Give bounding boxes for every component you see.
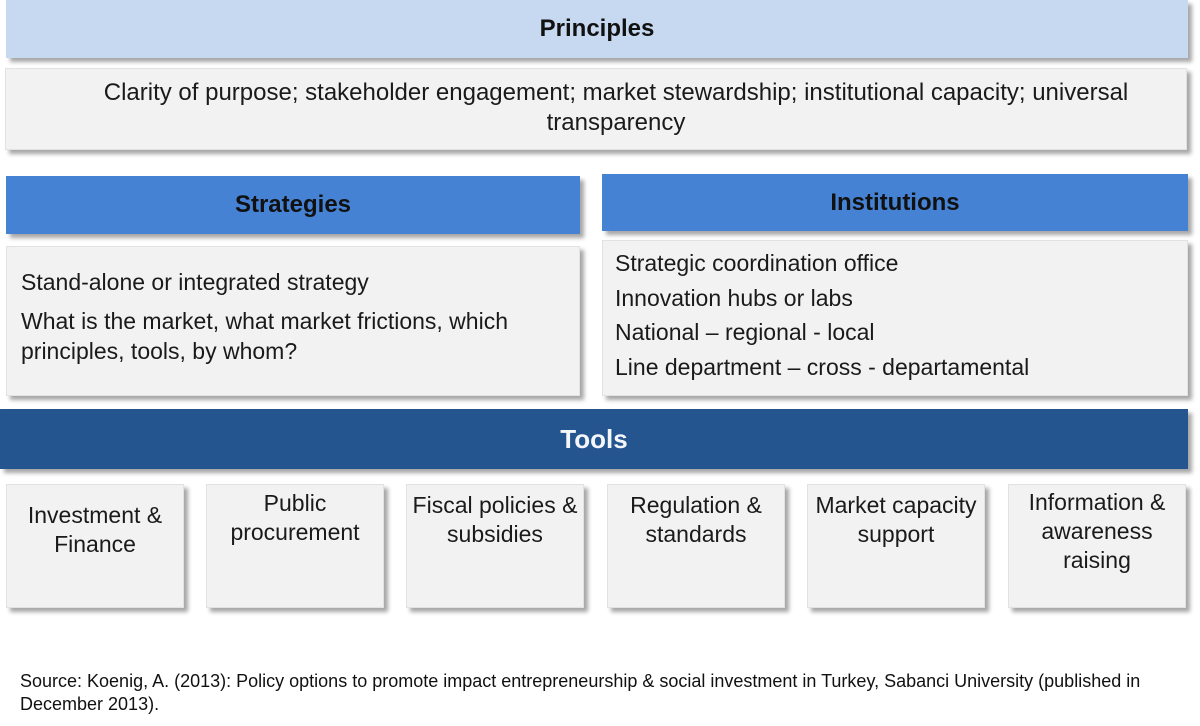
institutions-title: Institutions (830, 188, 960, 216)
tool-fiscal-policies: Fiscal policies & subsidies (406, 484, 584, 608)
tools-header: Tools (0, 409, 1188, 469)
institutions-item: National – regional - local (615, 319, 875, 345)
source-caption: Source: Koenig, A. (2013): Policy option… (20, 671, 1141, 714)
tool-regulation-standards: Regulation & standards (607, 484, 785, 608)
institutions-item: Strategic coordination office (615, 250, 899, 276)
tools-title: Tools (560, 423, 628, 454)
strategies-item: Stand-alone or integrated strategy (21, 269, 369, 295)
tool-label: Information & awareness raising (1028, 489, 1166, 573)
tool-label: Public procurement (230, 490, 360, 545)
principles-title: Principles (539, 15, 655, 42)
tool-investment-finance: Investment & Finance (6, 484, 184, 608)
institutions-header: Institutions (602, 174, 1188, 231)
tool-information-awareness: Information & awareness raising (1008, 484, 1186, 608)
institutions-box: Strategic coordination office Innovation… (602, 240, 1188, 396)
tool-label: Market capacity support (815, 492, 977, 547)
tool-label: Investment & Finance (27, 502, 163, 557)
tool-label: Fiscal policies & subsidies (412, 492, 578, 547)
institutions-item: Line department – cross - departamental (615, 353, 1030, 380)
tool-label: Regulation & standards (630, 492, 762, 547)
strategies-item: What is the market, what market friction… (21, 308, 508, 364)
tool-public-procurement: Public procurement (206, 484, 384, 608)
principles-header: Principles (6, 0, 1188, 58)
principles-box: Clarity of purpose; stakeholder engageme… (5, 68, 1187, 150)
strategies-box: Stand-alone or integrated strategy What … (6, 246, 580, 396)
institutions-item: Innovation hubs or labs (615, 284, 853, 311)
strategies-header: Strategies (6, 176, 580, 234)
tool-market-capacity: Market capacity support (807, 484, 985, 608)
strategies-title: Strategies (234, 191, 352, 218)
principles-text: Clarity of purpose; stakeholder engageme… (103, 79, 1129, 136)
